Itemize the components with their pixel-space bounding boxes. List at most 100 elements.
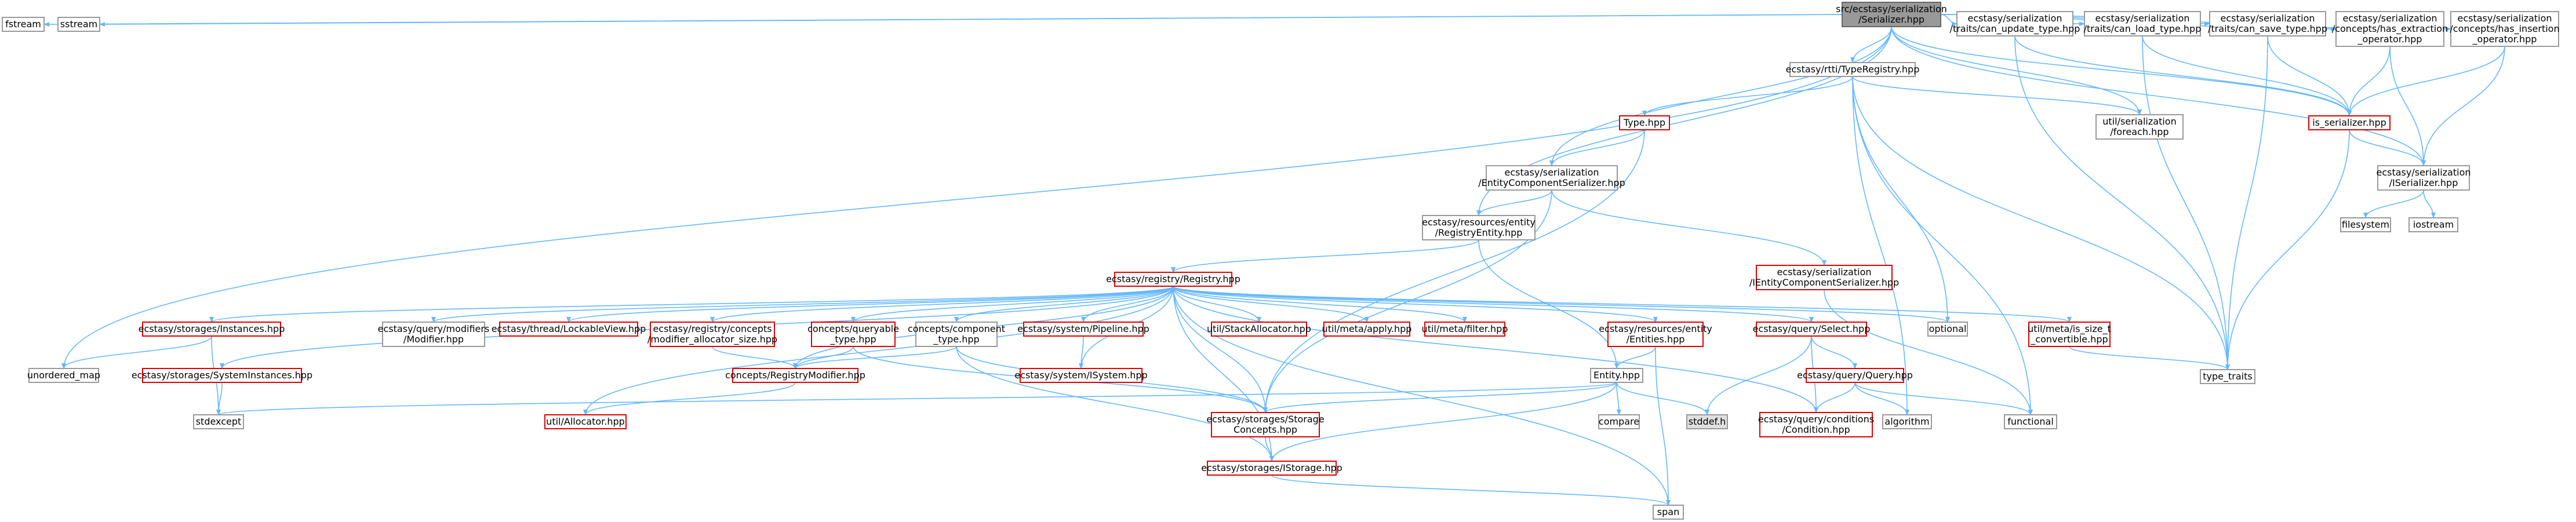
edge-Entities-to-Entity xyxy=(1614,346,1656,369)
node-Condition[interactable]: ecstasy/query/conditions/Condition.hpp xyxy=(1758,412,1874,437)
edge-Query-to-Condition xyxy=(1814,382,1855,413)
node-box xyxy=(1114,272,1232,287)
edge-Query-to-algorithm xyxy=(1854,382,1909,415)
node-queryable_type[interactable]: concepts/queryable_type.hpp xyxy=(807,322,899,347)
node-rtti_TypeRegistry[interactable]: ecstasy/rtti/TypeRegistry.hpp xyxy=(1786,62,1920,77)
node-type_traits[interactable]: type_traits xyxy=(2200,369,2255,384)
node-label: /IEntityComponentSerializer.hpp xyxy=(1749,277,1899,288)
node-box xyxy=(142,368,302,383)
node-label: /Modifier.hpp xyxy=(403,334,464,345)
node-box xyxy=(1759,412,1873,437)
node-span[interactable]: span xyxy=(1653,505,1684,520)
node-box xyxy=(2340,217,2391,232)
node-algorithm[interactable]: algorithm xyxy=(1882,414,1932,429)
node-label: type_traits xyxy=(2203,371,2252,382)
edge-Entity-to-IStorage xyxy=(1269,382,1617,462)
edge-can_load-to-type_traits xyxy=(2142,35,2230,370)
edge-Registry-to-LockableView xyxy=(566,286,1174,323)
node-root[interactable]: src/ecstasy/serialization/Serializer.hpp xyxy=(1836,2,1947,27)
edge-Registry-to-component_type xyxy=(954,286,1174,323)
edge-can_load-to-is_serializer xyxy=(2142,35,2352,116)
node-Instances[interactable]: ecstasy/storages/Instances.hpp xyxy=(139,322,285,337)
node-Entities[interactable]: ecstasy/resources/entity/Entities.hpp xyxy=(1599,322,1712,347)
node-filesystem[interactable]: filesystem xyxy=(2340,217,2391,232)
node-functional[interactable]: functional xyxy=(2004,414,2057,429)
node-compare[interactable]: compare xyxy=(1598,414,1640,429)
node-IStorage[interactable]: ecstasy/storages/IStorage.hpp xyxy=(1201,461,1342,476)
node-label: compare xyxy=(1599,416,1639,427)
edge-EntityComponentSerializer-to-IEntityComponentSerializer xyxy=(1551,189,1827,266)
node-iostream[interactable]: iostream xyxy=(2408,217,2458,232)
edge-Type-to-StorageConcepts xyxy=(1263,129,1645,413)
node-has_insertion[interactable]: ecstasy/serialization/concepts/has_inser… xyxy=(2450,11,2560,47)
node-Allocator[interactable]: util/Allocator.hpp xyxy=(544,414,627,429)
edge-Entities-to-span xyxy=(1655,346,1671,506)
node-ISerializer[interactable]: ecstasy/serialization/ISerializer.hpp xyxy=(2377,165,2471,191)
node-label: /Serializer.hpp xyxy=(1858,14,1924,25)
node-IEntityComponentSerializer[interactable]: ecstasy/serialization/IEntityComponentSe… xyxy=(1749,265,1899,290)
node-label: /modifier_allocator_size.hpp xyxy=(647,334,777,345)
node-is_serializer[interactable]: is_serializer.hpp xyxy=(2308,115,2391,130)
node-Pipeline[interactable]: ecstasy/system/Pipeline.hpp xyxy=(1017,322,1149,337)
node-box xyxy=(1422,215,1536,240)
node-has_extraction[interactable]: ecstasy/serialization/concepts/has_extra… xyxy=(2332,11,2448,47)
node-is_size_t_convertible[interactable]: util/meta/is_size_t_convertible.hpp xyxy=(2028,322,2111,347)
node-Modifier[interactable]: ecstasy/query/modifiers/Modifier.hpp xyxy=(378,322,490,347)
edge-has_insertion-to-is_serializer xyxy=(2347,46,2505,116)
edge-root-to-ISerializer xyxy=(1891,26,2426,166)
node-component_type[interactable]: concepts/component_type.hpp xyxy=(908,322,1005,347)
edge-Entity-to-StorageConcepts xyxy=(1263,382,1617,413)
node-label: concepts/RegistryModifier.hpp xyxy=(725,370,865,381)
node-label: ecstasy/serialization xyxy=(2458,13,2552,24)
node-foreach[interactable]: util/serialization/foreach.hpp xyxy=(2095,114,2184,140)
node-label: is_serializer.hpp xyxy=(2312,117,2386,129)
node-RegistryModifier[interactable]: concepts/RegistryModifier.hpp xyxy=(725,368,865,383)
node-stddef[interactable]: stddef.h xyxy=(1686,414,1728,429)
node-StackAllocator[interactable]: util/StackAllocator.hpp xyxy=(1207,322,1311,337)
node-Select[interactable]: ecstasy/query/Select.hpp xyxy=(1753,322,1871,337)
node-modifier_allocator_size[interactable]: ecstasy/registry/concepts/modifier_alloc… xyxy=(647,322,777,347)
node-filter[interactable]: util/meta/filter.hpp xyxy=(1422,322,1508,337)
edge-Registry-to-StorageConcepts xyxy=(1173,286,1268,413)
node-box xyxy=(1607,322,1704,347)
edge-can_update-to-type_traits xyxy=(2014,35,2230,370)
edge-Entity-to-stdexcept xyxy=(216,382,1617,415)
node-box xyxy=(1806,368,1904,383)
node-stdexcept[interactable]: stdexcept xyxy=(193,414,244,429)
node-Query[interactable]: ecstasy/query/Query.hpp xyxy=(1797,368,1913,383)
edge-Select-to-Query xyxy=(1811,335,1857,369)
edge-root-to-sstream xyxy=(99,14,1843,27)
node-Type[interactable]: Type.hpp xyxy=(1619,115,1670,130)
node-can_update[interactable]: ecstasy/serialization/traits/can_update_… xyxy=(1950,11,2080,36)
node-SystemInstances[interactable]: ecstasy/storages/SystemInstances.hpp xyxy=(132,368,312,383)
node-label: ecstasy/storages/SystemInstances.hpp xyxy=(132,370,312,381)
node-fstream[interactable]: fstream xyxy=(2,17,45,32)
node-box xyxy=(2209,11,2326,36)
edge-is_size_t_convertible-to-type_traits xyxy=(2069,346,2230,370)
node-can_save[interactable]: ecstasy/serialization/traits/can_save_ty… xyxy=(2208,11,2327,36)
node-sstream[interactable]: sstream xyxy=(57,17,100,32)
edge-IStorage-to-span xyxy=(1271,474,1671,506)
node-LockableView[interactable]: ecstasy/thread/LockableView.hpp xyxy=(492,322,646,337)
node-label: ecstasy/serialization xyxy=(2343,13,2437,24)
node-Entity[interactable]: Entity.hpp xyxy=(1590,368,1643,383)
node-apply[interactable]: util/meta/apply.hpp xyxy=(1322,322,1412,337)
node-box xyxy=(2084,11,2201,36)
node-box xyxy=(1956,11,2073,36)
edge-StorageConcepts-to-IStorage xyxy=(1265,436,1274,462)
node-label: ecstasy/serialization xyxy=(2095,13,2190,24)
node-Registry[interactable]: ecstasy/registry/Registry.hpp xyxy=(1106,272,1240,287)
node-label: ecstasy/serialization xyxy=(2377,167,2471,178)
node-unordered_map[interactable]: unordered_map xyxy=(27,368,100,383)
node-label: /traits/can_save_type.hpp xyxy=(2208,23,2327,35)
node-label: ecstasy/resources/entity xyxy=(1599,323,1712,334)
node-box xyxy=(1020,368,1143,383)
edge-Registry-to-optional xyxy=(1173,286,1950,323)
node-EntityComponentSerializer[interactable]: ecstasy/serialization/EntityComponentSer… xyxy=(1478,165,1625,191)
node-ISystem[interactable]: ecstasy/system/ISystem.hpp xyxy=(1014,368,1148,383)
node-RegistryEntity[interactable]: ecstasy/resources/entity/RegistryEntity.… xyxy=(1422,215,1536,240)
node-optional[interactable]: optional xyxy=(1927,322,1968,337)
node-can_load[interactable]: ecstasy/serialization/traits/can_load_ty… xyxy=(2084,11,2202,36)
